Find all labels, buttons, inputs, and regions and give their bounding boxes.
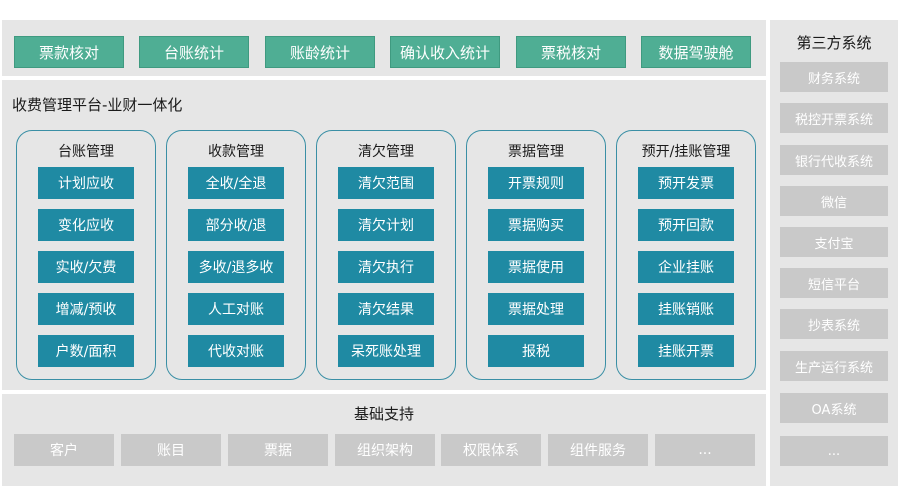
module-item[interactable]: 票据处理 bbox=[488, 293, 584, 325]
module-item[interactable]: 清欠计划 bbox=[338, 209, 434, 241]
third-party-item[interactable]: 短信平台 bbox=[780, 268, 888, 298]
base-item[interactable]: 权限体系 bbox=[441, 434, 541, 466]
base-item[interactable]: ... bbox=[655, 434, 755, 466]
module-item[interactable]: 企业挂账 bbox=[638, 251, 734, 283]
module-item[interactable]: 清欠范围 bbox=[338, 167, 434, 199]
module-item[interactable]: 清欠执行 bbox=[338, 251, 434, 283]
top-nav-item[interactable]: 数据驾驶舱 bbox=[641, 36, 751, 68]
module-item[interactable]: 预开回款 bbox=[638, 209, 734, 241]
module-item[interactable]: 部分收/退 bbox=[188, 209, 284, 241]
module-item[interactable]: 开票规则 bbox=[488, 167, 584, 199]
third-party-item[interactable]: 税控开票系统 bbox=[780, 103, 888, 133]
module-title: 预开/挂账管理 bbox=[641, 144, 731, 160]
module-item[interactable]: 挂账销账 bbox=[638, 293, 734, 325]
third-party-item[interactable]: ... bbox=[780, 436, 888, 466]
module-title: 台账管理 bbox=[58, 144, 114, 160]
third-party-item[interactable]: 支付宝 bbox=[780, 227, 888, 257]
module-title: 票据管理 bbox=[508, 144, 564, 160]
third-party-item[interactable]: 微信 bbox=[780, 186, 888, 216]
module-item[interactable]: 预开发票 bbox=[638, 167, 734, 199]
module-item[interactable]: 实收/欠费 bbox=[38, 251, 134, 283]
top-nav-item[interactable]: 票款核对 bbox=[14, 36, 124, 68]
module-collection: 收款管理 全收/全退 部分收/退 多收/退多收 人工对账 代收对账 bbox=[166, 130, 306, 380]
base-item[interactable]: 账目 bbox=[121, 434, 221, 466]
base-support-title: 基础支持 bbox=[353, 405, 414, 423]
module-item[interactable]: 多收/退多收 bbox=[188, 251, 284, 283]
module-item[interactable]: 代收对账 bbox=[188, 335, 284, 367]
module-item[interactable]: 报税 bbox=[488, 335, 584, 367]
third-party-item[interactable]: OA系统 bbox=[780, 393, 888, 423]
module-item[interactable]: 票据使用 bbox=[488, 251, 584, 283]
module-item[interactable]: 人工对账 bbox=[188, 293, 284, 325]
module-title: 收款管理 bbox=[208, 144, 264, 160]
base-item[interactable]: 票据 bbox=[228, 434, 328, 466]
third-party-item[interactable]: 生产运行系统 bbox=[780, 351, 888, 381]
third-party-item[interactable]: 抄表系统 bbox=[780, 309, 888, 339]
top-nav-panel bbox=[2, 20, 766, 76]
module-item[interactable]: 变化应收 bbox=[38, 209, 134, 241]
module-item[interactable]: 票据购买 bbox=[488, 209, 584, 241]
module-invoice: 票据管理 开票规则 票据购买 票据使用 票据处理 报税 bbox=[466, 130, 606, 380]
module-title: 清欠管理 bbox=[358, 144, 414, 160]
platform-title: 收费管理平台-业财一体化 bbox=[12, 96, 183, 114]
third-party-item[interactable]: 银行代收系统 bbox=[780, 145, 888, 175]
third-party-title: 第三方系统 bbox=[796, 34, 872, 52]
module-item[interactable]: 全收/全退 bbox=[188, 167, 284, 199]
base-item[interactable]: 组件服务 bbox=[548, 434, 648, 466]
third-party-item[interactable]: 财务系统 bbox=[780, 62, 888, 92]
top-nav-item[interactable]: 确认收入统计 bbox=[390, 36, 500, 68]
module-item[interactable]: 清欠结果 bbox=[338, 293, 434, 325]
module-item[interactable]: 挂账开票 bbox=[638, 335, 734, 367]
top-nav-item[interactable]: 台账统计 bbox=[139, 36, 249, 68]
module-item[interactable]: 户数/面积 bbox=[38, 335, 134, 367]
module-item[interactable]: 增减/预收 bbox=[38, 293, 134, 325]
top-nav-item[interactable]: 票税核对 bbox=[516, 36, 626, 68]
module-ledger: 台账管理 计划应收 变化应收 实收/欠费 增减/预收 户数/面积 bbox=[16, 130, 156, 380]
top-nav-item[interactable]: 账龄统计 bbox=[265, 36, 375, 68]
module-arrears: 清欠管理 清欠范围 清欠计划 清欠执行 清欠结果 呆死账处理 bbox=[316, 130, 456, 380]
base-item[interactable]: 组织架构 bbox=[335, 434, 435, 466]
module-preissue: 预开/挂账管理 预开发票 预开回款 企业挂账 挂账销账 挂账开票 bbox=[616, 130, 756, 380]
module-item[interactable]: 呆死账处理 bbox=[338, 335, 434, 367]
base-item[interactable]: 客户 bbox=[14, 434, 114, 466]
module-item[interactable]: 计划应收 bbox=[38, 167, 134, 199]
